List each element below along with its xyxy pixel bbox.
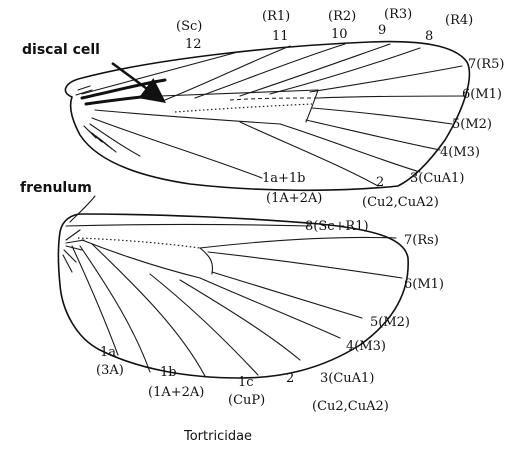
fw-label-cu2-num: 2 <box>376 175 384 190</box>
hindwing-vein-1a <box>71 245 119 356</box>
fw-label-anal-num: 1a+1b <box>262 171 306 186</box>
discal-cell-arrow <box>111 61 167 103</box>
fw-label-r1-name: (R1) <box>262 9 290 24</box>
fw-label-cua1: 3(CuA1) <box>410 171 464 186</box>
fw-label-r1-num: 11 <box>272 29 289 44</box>
hindwing-outline <box>57 213 409 379</box>
forewing-basal-hatching <box>75 85 117 153</box>
hindwing-vein-m3 <box>199 277 341 339</box>
hindwing-vein-scr1 <box>65 223 311 227</box>
hindwing-vein-cua2 <box>149 273 259 376</box>
forewing-vein-m3 <box>305 119 441 151</box>
fw-label-sc-name: (Sc) <box>176 19 202 34</box>
hw-label-1c-num: 1c <box>238 375 254 390</box>
hindwing-vein-cua1 <box>179 279 301 361</box>
hw-label-cua1: 3(CuA1) <box>320 371 374 386</box>
forewing-outline <box>64 40 471 192</box>
hindwing-vein-m2 <box>211 271 363 319</box>
forewing-vein-r2 <box>194 43 346 99</box>
fw-label-m2: 5(M2) <box>452 117 492 132</box>
hindwing-vein-m1 <box>207 251 403 279</box>
hindwing-discal-close <box>199 247 214 275</box>
hindwing-basal-fan <box>62 229 85 273</box>
fw-label-r4-num: 8 <box>425 29 433 44</box>
forewing-vein-sc <box>81 51 239 95</box>
forewing-subcostal-base <box>84 93 162 106</box>
hindwing-vein-cup <box>91 243 206 377</box>
fw-label-r3-name: (R3) <box>384 7 412 22</box>
discal-cell-annotation: discal cell <box>22 42 100 58</box>
hw-label-cu2-name: (Cu2,CuA2) <box>312 399 389 414</box>
fw-label-r5: 7(R5) <box>468 57 504 72</box>
forewing-vein-cu-stem <box>94 109 281 125</box>
hw-label-rs: 7(Rs) <box>404 233 439 248</box>
forewing-vein-m1 <box>317 95 467 99</box>
forewing-discal-dashed <box>229 97 319 101</box>
hindwing-vein-1b <box>79 245 151 373</box>
hindwing <box>57 195 409 379</box>
forewing-discal-close <box>305 89 319 123</box>
hindwing-vein-cu-stem <box>81 239 201 279</box>
hw-label-1b-name: (1A+2A) <box>148 385 204 400</box>
hw-label-1a-num: 1a <box>100 345 116 360</box>
hw-label-m3: 4(M3) <box>346 339 386 354</box>
hw-label-cu2-num: 2 <box>286 371 294 386</box>
fw-label-r3-num: 9 <box>378 23 386 38</box>
forewing-discal-upper <box>159 89 319 97</box>
forewing-vein-anal <box>91 117 263 179</box>
forewing-vein-cua1 <box>279 123 421 173</box>
forewing-discal-dotted <box>174 103 313 113</box>
frenulum-annotation: frenulum <box>20 180 92 196</box>
hw-label-1b-num: 1b <box>160 365 177 380</box>
fw-label-r2-name: (R2) <box>328 9 356 24</box>
hw-label-1a-name: (3A) <box>96 363 124 378</box>
forewing-vein-r4 <box>269 47 421 95</box>
forewing-vein-m2 <box>311 107 453 125</box>
hw-label-m2: 5(M2) <box>370 315 410 330</box>
forewing-vein-anal-loop <box>89 123 141 157</box>
fw-label-r2-num: 10 <box>331 27 348 42</box>
forewing-vein-cua2 <box>239 121 379 187</box>
forewing <box>64 40 471 192</box>
frenulum-bristle <box>69 195 96 223</box>
fw-label-m1: 6(M1) <box>462 87 502 102</box>
fw-label-anal-name: (1A+2A) <box>266 191 322 206</box>
forewing-vein-r3 <box>239 43 391 97</box>
hw-label-1c-name: (CuP) <box>228 393 265 408</box>
forewing-vein-r1 <box>164 45 291 101</box>
hindwing-discal-dotted <box>77 237 201 249</box>
hw-label-m1: 6(M1) <box>404 277 444 292</box>
fw-label-sc-num: 12 <box>185 37 202 52</box>
hw-label-scr1: 8(Sc+R1) <box>305 219 369 234</box>
fw-label-cu2-name: (Cu2,CuA2) <box>362 195 439 210</box>
forewing-vein-r5 <box>309 65 463 93</box>
hindwing-vein-rs <box>199 236 397 249</box>
fw-label-r4-name: (R4) <box>445 13 473 28</box>
fw-label-m3: 4(M3) <box>440 145 480 160</box>
family-caption: Tortricidae <box>183 429 252 444</box>
